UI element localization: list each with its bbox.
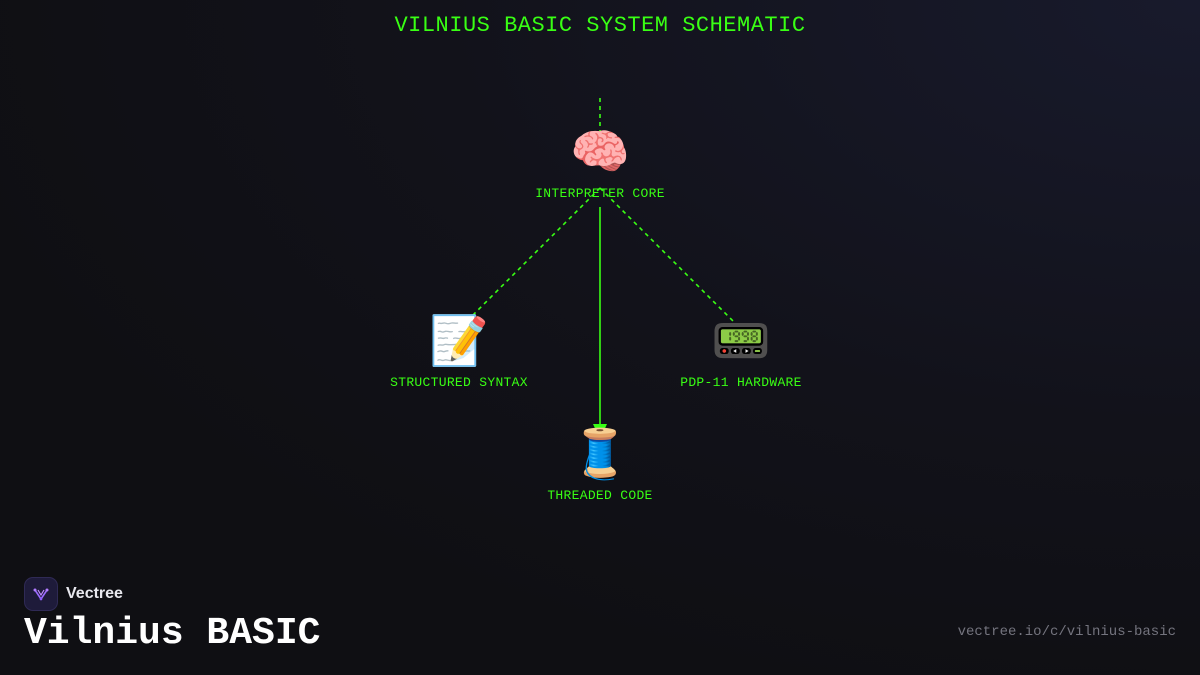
node-pdp11-hardware: 📟 PDP-11 HARDWARE [621, 313, 861, 390]
node-label: INTERPRETER CORE [535, 186, 665, 201]
page-title: Vilnius BASIC [24, 612, 321, 655]
diagram-title: VILNIUS BASIC SYSTEM SCHEMATIC [394, 13, 806, 38]
edge-core-to-syntax [462, 187, 601, 326]
vectree-logo-icon [24, 577, 58, 611]
node-structured-syntax: 📝 STRUCTURED SYNTAX [339, 313, 579, 390]
node-label: STRUCTURED SYNTAX [390, 375, 528, 390]
brain-icon: 🧠 [570, 124, 630, 180]
node-threaded-code: 🧵 THREADED CODE [480, 426, 720, 503]
brand-name: Vectree [66, 585, 123, 602]
page-url[interactable]: vectree.io/c/vilnius-basic [957, 624, 1176, 640]
node-interpreter-core: 🧠 INTERPRETER CORE [480, 124, 720, 201]
brand[interactable]: Vectree [24, 577, 123, 611]
thread-spool-icon: 🧵 [570, 426, 630, 482]
node-label: THREADED CODE [547, 488, 653, 503]
edge-core-to-threaded-arrowhead [593, 424, 607, 439]
pager-icon: 📟 [711, 313, 771, 369]
edge-core-to-hardware [599, 187, 742, 330]
node-label: PDP-11 HARDWARE [680, 375, 802, 390]
memo-icon: 📝 [429, 313, 489, 369]
